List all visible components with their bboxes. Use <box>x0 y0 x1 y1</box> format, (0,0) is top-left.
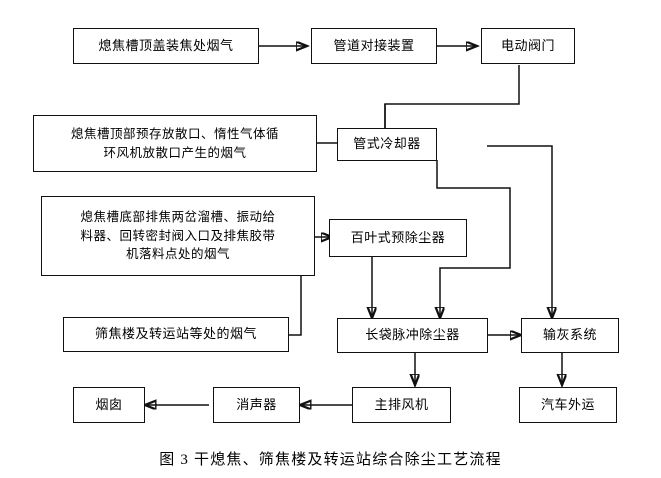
node-label: 主排风机 <box>374 396 429 412</box>
node-pipe-docking-device[interactable]: 管道对接装置 <box>311 28 437 64</box>
node-bottom-discharge-gas[interactable]: 熄焦槽底部排焦两岔溜槽、振动给 料器、回转密封阀入口及排焦胶带 机落料点处的烟气 <box>41 196 315 276</box>
node-coke-pit-lid-gas[interactable]: 熄焦槽顶盖装焦处烟气 <box>73 28 259 64</box>
node-label: 输灰系统 <box>542 327 597 343</box>
node-label-line3: 机落料点处的烟气 <box>125 247 230 262</box>
node-label: 熄焦槽顶盖装焦处烟气 <box>98 37 234 53</box>
node-label: 烟囱 <box>95 396 123 412</box>
line-cooler-to-ash <box>487 145 552 318</box>
node-chimney[interactable]: 烟囱 <box>73 387 145 423</box>
node-label: 汽车外运 <box>540 396 595 412</box>
node-label: 长袋脉冲除尘器 <box>365 327 460 343</box>
node-label: 筛焦楼及转运站等处的烟气 <box>94 326 257 342</box>
node-louver-pre-duster[interactable]: 百叶式预除尘器 <box>329 219 467 257</box>
node-silencer[interactable]: 消声器 <box>213 387 300 423</box>
node-main-exhaust-fan[interactable]: 主排风机 <box>352 387 451 423</box>
node-label-line1: 熄焦槽顶部预存放散口、惰性气体循 <box>70 126 279 141</box>
node-label: 消声器 <box>236 396 277 412</box>
node-top-vent-inert-gas[interactable]: 熄焦槽顶部预存放散口、惰性气体循 环风机放散口产生的烟气 <box>33 115 317 172</box>
node-screening-transfer-gas[interactable]: 筛焦楼及转运站等处的烟气 <box>63 317 289 352</box>
node-long-bag-pulse-duster[interactable]: 长袋脉冲除尘器 <box>337 318 488 353</box>
figure-caption: 图 3 干熄焦、筛焦楼及转运站综合除尘工艺流程 <box>159 452 502 468</box>
line-valve-to-cooler <box>384 65 520 130</box>
node-label: 管式冷却器 <box>353 136 421 152</box>
node-label: 管道对接装置 <box>333 37 415 53</box>
node-label: 百叶式预除尘器 <box>350 229 446 245</box>
node-label-line1: 熄焦槽底部排焦两岔溜槽、振动给 <box>80 209 276 224</box>
node-ash-conveying-system[interactable]: 输灰系统 <box>521 318 619 353</box>
node-label-line2: 环风机放散口产生的烟气 <box>103 145 247 160</box>
node-label-line2: 料器、回转密封阀入口及排焦胶带 <box>80 228 276 243</box>
node-label: 电动阀门 <box>500 37 555 53</box>
node-electric-valve[interactable]: 电动阀门 <box>481 28 575 64</box>
node-tube-cooler[interactable]: 管式冷却器 <box>337 128 437 161</box>
node-truck-transport[interactable]: 汽车外运 <box>519 387 617 423</box>
